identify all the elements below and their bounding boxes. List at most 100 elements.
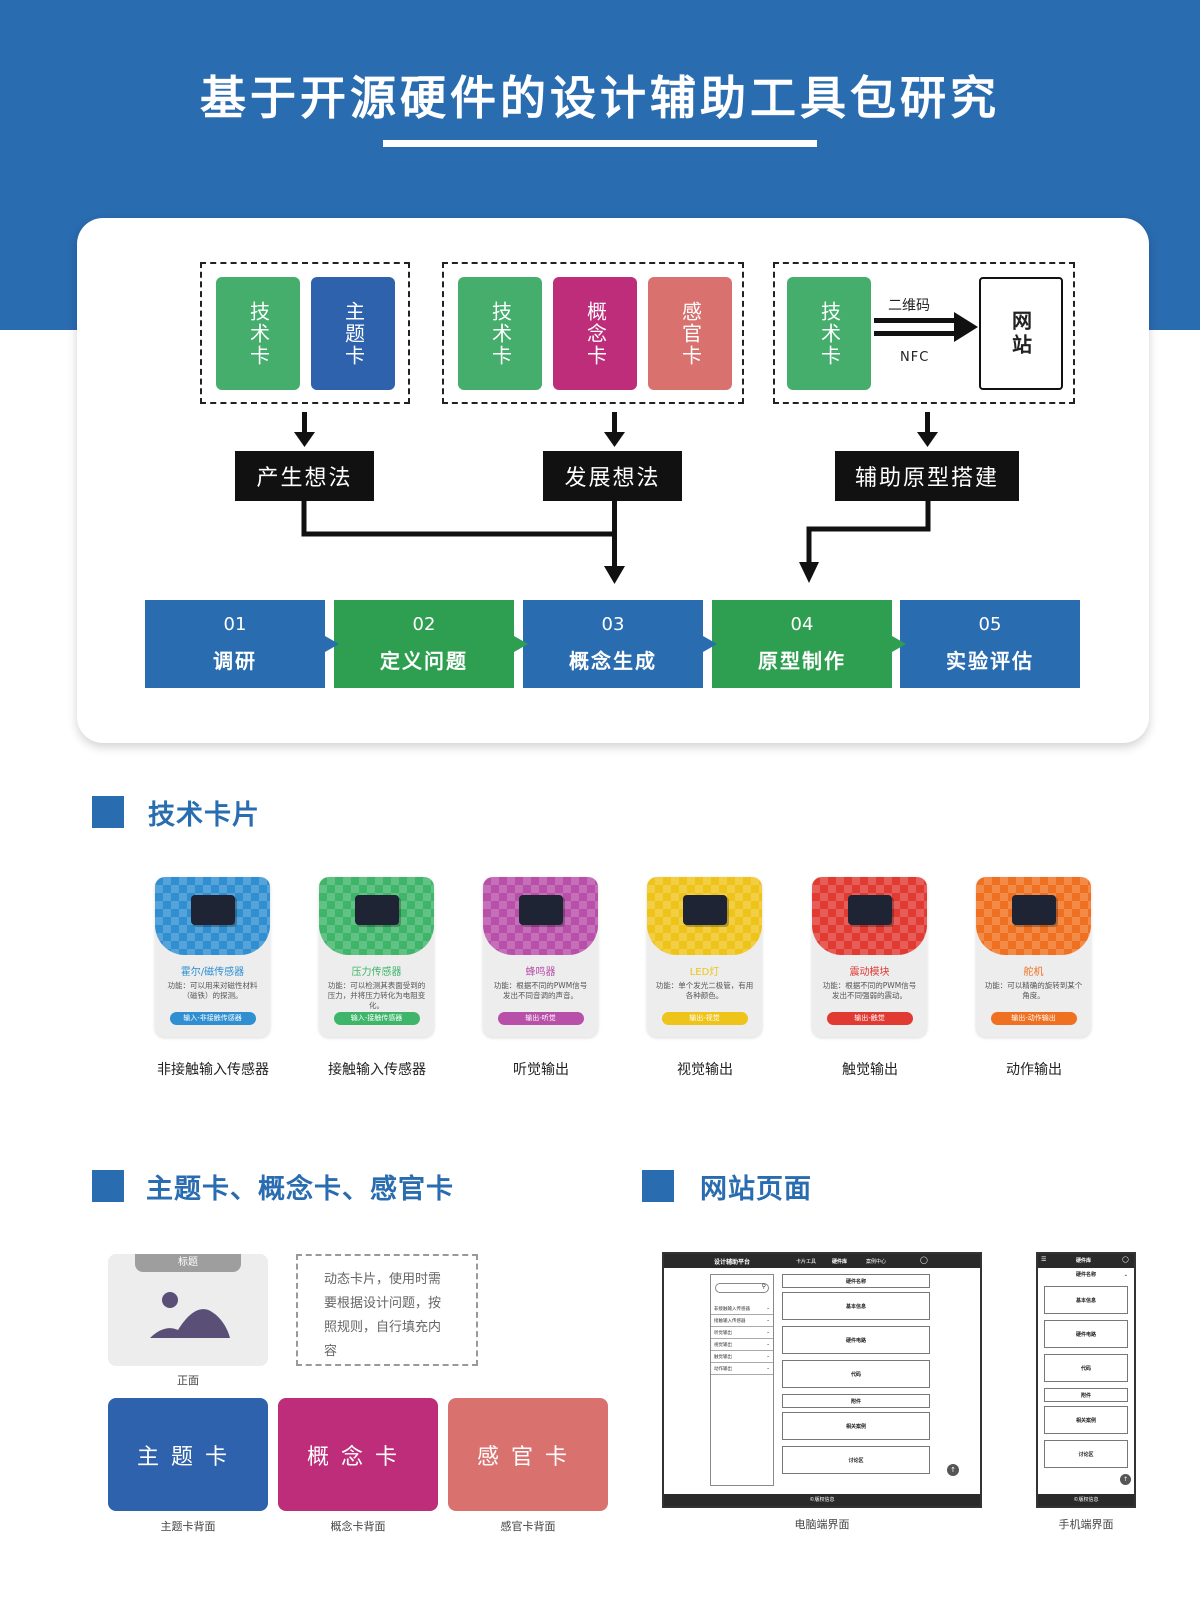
step-evaluate: 05 实验评估 <box>900 600 1080 688</box>
sense-card-back: 感官卡 <box>448 1398 608 1511</box>
tech-card-caption: 视觉输出 <box>677 1062 733 1078</box>
sidebar-item[interactable]: 非接触输入传感器 ⌄ <box>711 1303 773 1315</box>
chevron-down-icon: ⌄ <box>766 1318 770 1323</box>
user-icon[interactable]: ◯ <box>1122 1256 1129 1263</box>
content-box: 附件 <box>1044 1388 1128 1402</box>
dynamic-card-note: 动态卡片，使用时需要根据设计问题，按照规则，自行填充内容 <box>296 1254 478 1366</box>
menu-icon[interactable]: ☰ <box>1041 1256 1047 1263</box>
tech-card-name: 震动模块 <box>849 967 890 978</box>
tech-card-item: 舵机功能：可以精确的旋转到某个角度。输出-动作输出 <box>976 877 1091 1037</box>
step-name: 定义问题 <box>380 649 468 673</box>
sidebar-item-label: 动作输出 <box>714 1366 732 1372</box>
content-box: 相关案例 <box>782 1412 930 1440</box>
tech-card-name: 压力传感器 <box>351 967 402 978</box>
desktop-footer: ©版权信息 <box>664 1494 980 1506</box>
tech-card: 技术卡 <box>216 277 300 390</box>
content-box: 基本信息 <box>1044 1286 1128 1314</box>
result-develop-idea: 发展想法 <box>543 451 682 501</box>
sidebar-item-label: 触觉输出 <box>714 1354 732 1360</box>
component-icon <box>1012 895 1056 925</box>
step-name: 调研 <box>213 649 257 673</box>
card-group-1 <box>200 262 410 404</box>
sidebar-item-label: 非接触输入传感器 <box>714 1306 750 1312</box>
desktop-navbar: 设计辅助平台 卡片工具 硬件库 案例中心 ◯ <box>664 1254 980 1268</box>
step-prototype: 04 原型制作 <box>712 600 892 688</box>
tech-card-caption: 非接触输入传感器 <box>157 1062 269 1078</box>
front-title-tab: 标题 <box>135 1254 241 1272</box>
user-icon[interactable]: ◯ <box>920 1256 928 1264</box>
hardware-select[interactable]: 硬件名称 ⌄ <box>1075 1272 1128 1278</box>
nav-item[interactable]: 案例中心 <box>866 1259 887 1265</box>
chevron-down-icon: ⌄ <box>766 1306 770 1311</box>
mobile-navbar: ☰ 硬件库 ◯ <box>1038 1254 1134 1268</box>
mobile-title: 硬件库 <box>1076 1258 1092 1264</box>
tech-card-image <box>319 877 434 955</box>
section-marker <box>642 1170 674 1202</box>
scroll-top-button[interactable]: ↑ <box>1120 1474 1131 1485</box>
desktop-caption: 电脑端界面 <box>794 1518 850 1531</box>
theme-card-back: 主题卡 <box>108 1398 268 1511</box>
section-title-tech: 技术卡片 <box>148 800 260 831</box>
tech-card: 技术卡 <box>458 277 542 390</box>
result-prototype-support: 辅助原型搭建 <box>835 451 1019 501</box>
concept-card-back: 概念卡 <box>278 1398 438 1511</box>
component-icon <box>848 895 892 925</box>
content-box: 代码 <box>1044 1354 1128 1382</box>
card-group-2 <box>442 262 744 404</box>
sidebar-item[interactable]: 动作输出 ⌄ <box>711 1363 773 1375</box>
nfc-label: NFC <box>900 350 930 365</box>
tech-card-name: 霍尔/磁传感器 <box>180 967 245 978</box>
tech-card-caption: 触觉输出 <box>842 1062 898 1078</box>
chevron-down-icon: ⌄ <box>1123 1272 1128 1278</box>
step-name: 原型制作 <box>758 649 846 673</box>
brand-name: 设计辅助平台 <box>714 1259 751 1266</box>
sidebar-item[interactable]: 触觉输出⌄ <box>711 1351 773 1363</box>
tech-card-item: LED灯功能：单个发光二极管，有用各种颜色。输出-视觉 <box>647 877 762 1037</box>
search-input[interactable]: ⚲ <box>715 1283 769 1293</box>
sidebar-item[interactable]: 视觉输出⌄ <box>711 1339 773 1351</box>
tech-card-badge: 输入-非接触传感器 <box>169 1012 256 1025</box>
nav-item[interactable]: 卡片工具 <box>796 1259 817 1265</box>
component-icon <box>683 895 727 925</box>
content-box: 硬件电路 <box>1044 1320 1128 1348</box>
content-box: 代码 <box>782 1360 930 1388</box>
step-number: 05 <box>978 614 1002 635</box>
sidebar-item[interactable]: 接触输入传感器 ⌄ <box>711 1315 773 1327</box>
chevron-down-icon: ⌄ <box>766 1366 770 1371</box>
nav-item[interactable]: 硬件库 <box>832 1259 848 1265</box>
theme-card: 主题卡 <box>311 277 395 390</box>
section-marker <box>92 1170 124 1202</box>
sidebar-item[interactable]: 听觉输出⌄ <box>711 1327 773 1339</box>
tech-card-caption: 接触输入传感器 <box>328 1062 426 1078</box>
sidebar-item-label: 接触输入传感器 <box>714 1318 746 1324</box>
tech-card-desc: 功能：可以精确的旋转到某个角度。 <box>984 981 1083 1000</box>
tech-card-badge: 输入-接触传感器 <box>333 1012 420 1025</box>
tech-card-desc: 功能：根据不同的PWM信号发出不同强弱的震动。 <box>822 981 917 1000</box>
step-number: 03 <box>601 614 625 635</box>
tech-card-image <box>647 877 762 955</box>
card-front-caption: 正面 <box>177 1374 199 1387</box>
content-box: 基本信息 <box>782 1292 930 1320</box>
tech-card-image <box>812 877 927 955</box>
sense-card: 感官卡 <box>648 277 732 390</box>
content-box: 相关案例 <box>1044 1406 1128 1434</box>
step-research: 01 调研 <box>145 600 325 688</box>
tech-card-item: 震动模块功能：根据不同的PWM信号发出不同强弱的震动。输出-触觉 <box>812 877 927 1037</box>
step-name: 实验评估 <box>946 649 1034 673</box>
tech-card-item: 霍尔/磁传感器功能：可以用来对磁性材料（磁铁）的探测。输入-非接触传感器 <box>155 877 270 1037</box>
website-box: 网站 <box>979 277 1063 390</box>
tech-card-badge: 输出-触觉 <box>826 1012 913 1025</box>
chevron-down-icon: ⌄ <box>766 1330 770 1335</box>
scroll-top-button[interactable]: ↑ <box>947 1464 959 1476</box>
qr-label: 二维码 <box>888 298 930 314</box>
content-box: 硬件电路 <box>782 1326 930 1354</box>
step-define: 02 定义问题 <box>334 600 514 688</box>
tech-card-desc: 功能：可以检测其表面受到的压力，并将压力转化为电阻变化。 <box>327 981 426 1010</box>
mobile-mockup: ☰ 硬件库 ◯ 硬件名称 ⌄ 基本信息硬件电路代码附件相关案例讨论区 ↑ ©版权… <box>1036 1252 1136 1508</box>
section-marker <box>92 796 124 828</box>
link-arrow <box>874 312 978 342</box>
step-number: 02 <box>412 614 436 635</box>
tech-card-desc: 功能：单个发光二极管，有用各种颜色。 <box>655 981 754 1000</box>
image-placeholder-icon <box>150 1292 230 1338</box>
content-box: 附件 <box>782 1394 930 1408</box>
